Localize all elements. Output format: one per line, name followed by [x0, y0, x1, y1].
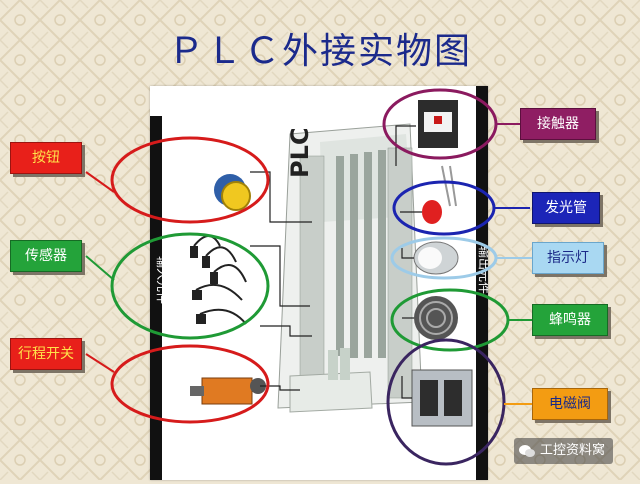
- pushbutton-photo: [214, 174, 251, 211]
- contactor-photo: [418, 100, 458, 148]
- watermark-text: 工控资料窝: [540, 443, 606, 458]
- limit-switch-photo: [190, 377, 266, 405]
- label-indicator-lamp: 指示灯: [532, 242, 604, 274]
- label-sensor: 传感器: [10, 240, 82, 272]
- label-led: 发光管: [532, 192, 600, 224]
- input-side-text: 输入元件: [155, 256, 170, 304]
- label-limit-switch: 行程开关: [10, 338, 82, 370]
- led-photo: [422, 165, 457, 224]
- buzzer-photo: [414, 296, 458, 340]
- page-title: ＰＬＣ外接实物图: [167, 31, 472, 72]
- watermark: 工控资料窝: [514, 438, 614, 464]
- label-solenoid-valve: 电磁阀: [532, 388, 608, 420]
- solenoid-valve-photo: [411, 369, 473, 427]
- label-button: 按钮: [10, 142, 82, 174]
- label-buzzer: 蜂鸣器: [532, 304, 608, 336]
- output-side-text: 输出元件: [477, 246, 488, 294]
- sensor-photo: [190, 235, 247, 325]
- wechat-icon: [519, 444, 535, 457]
- label-contactor: 接触器: [520, 108, 596, 140]
- plc-text: PLC: [286, 128, 314, 179]
- indicator-lamp-photo: [413, 241, 459, 275]
- plc-photo-panel: 输入元件 输出元件 PLC: [150, 86, 492, 480]
